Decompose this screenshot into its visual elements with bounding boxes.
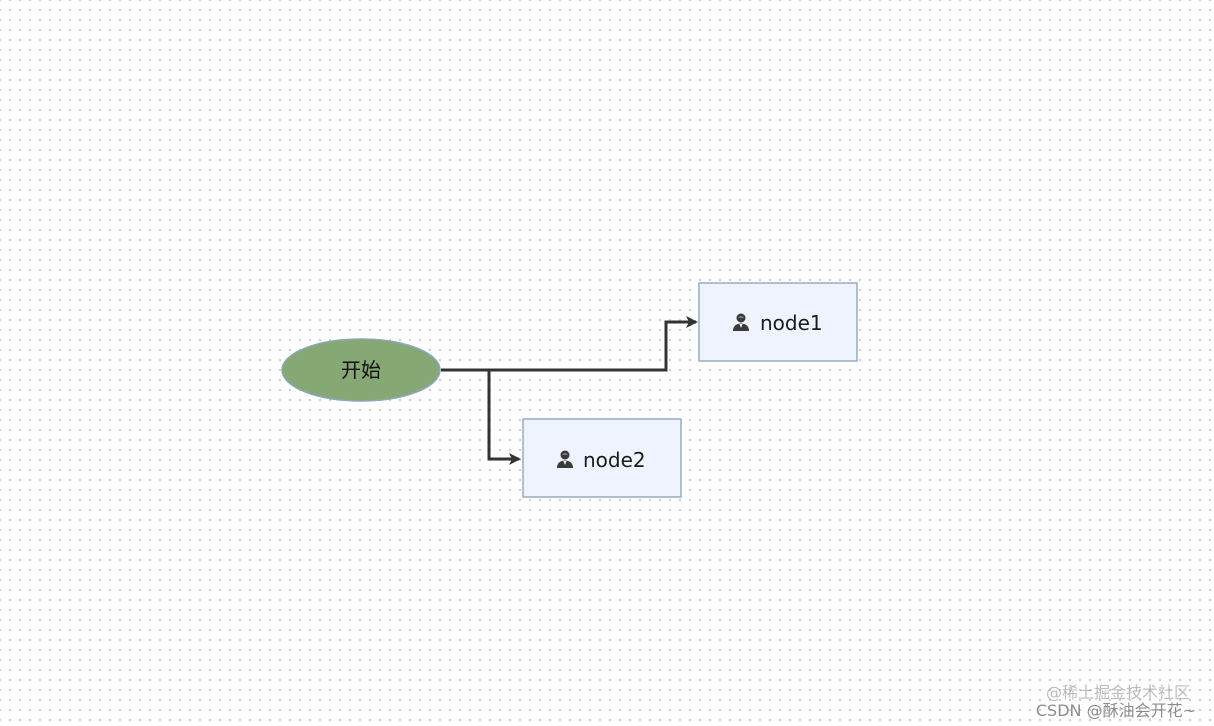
user-icon <box>557 450 573 468</box>
task-node-node2[interactable]: node2 <box>522 418 682 498</box>
start-node-label: 开始 <box>341 358 381 382</box>
start-node[interactable]: 开始 <box>281 338 441 402</box>
task-node-node1[interactable]: node1 <box>698 282 858 362</box>
task-node-node2-label: node2 <box>583 448 646 472</box>
edges <box>441 316 698 465</box>
user-icon <box>733 313 749 331</box>
task-node-node1-box[interactable] <box>698 282 858 362</box>
task-node-node2-box[interactable] <box>522 418 682 498</box>
edge-start-to-node1[interactable] <box>441 316 698 372</box>
start-node-shape[interactable] <box>281 338 441 402</box>
edge-start-to-node2[interactable] <box>487 370 521 465</box>
task-node-node1-label: node1 <box>760 311 823 335</box>
